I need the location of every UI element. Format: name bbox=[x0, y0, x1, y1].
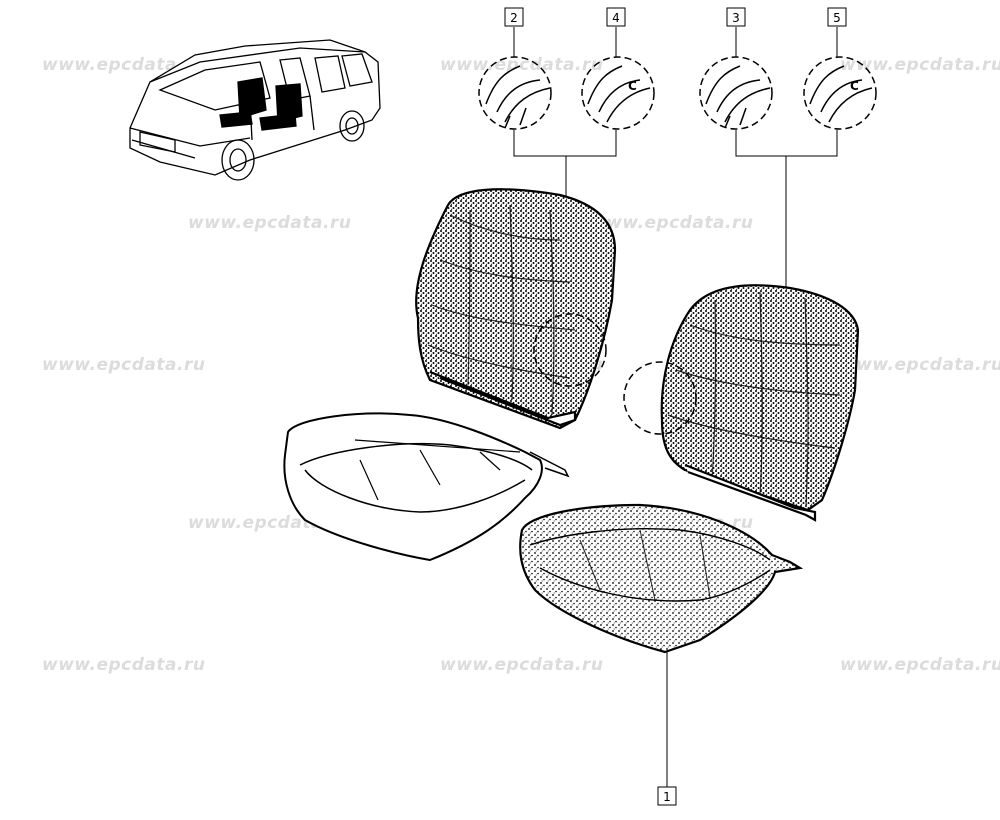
left-seat-back bbox=[415, 188, 617, 430]
callout-4: 4 bbox=[606, 7, 626, 27]
callout-number: 5 bbox=[833, 11, 841, 25]
watermark-text: www.epcdata.ru bbox=[42, 55, 205, 75]
seat-highlight-icon bbox=[237, 77, 267, 119]
callout-number: 2 bbox=[510, 11, 518, 25]
callout-number: 3 bbox=[732, 11, 740, 25]
right-seat-back bbox=[623, 284, 860, 522]
detail-view-2 bbox=[478, 56, 552, 130]
detail-view-3 bbox=[699, 56, 773, 130]
watermark-text: www.epcdata.ru bbox=[840, 655, 1000, 675]
watermark-text: www.epcdata.ru bbox=[590, 213, 753, 233]
callout-3: 3 bbox=[726, 7, 746, 27]
detail-circle-marker bbox=[623, 361, 697, 435]
callout-2: 2 bbox=[504, 7, 524, 27]
detail-letter: C bbox=[628, 79, 637, 93]
watermark-text: www.epcdata.ru bbox=[42, 355, 205, 375]
vehicle-thumbnail bbox=[129, 39, 381, 181]
left-seat-cushion-cover bbox=[283, 412, 570, 562]
detail-letter: C bbox=[850, 79, 859, 93]
right-seat-cushion bbox=[519, 503, 804, 654]
callout-number: 1 bbox=[663, 790, 671, 804]
watermark-text: www.epcdata.ru bbox=[188, 213, 351, 233]
leader-lines bbox=[513, 27, 838, 787]
watermark-text: www.epcdata.ru bbox=[840, 55, 1000, 75]
watermark-text: www.epcdata.ru bbox=[42, 655, 205, 675]
detail-view-5: C bbox=[803, 56, 877, 130]
callout-1: 1 bbox=[657, 786, 677, 806]
callout-5: 5 bbox=[827, 7, 847, 27]
detail-circle-marker bbox=[533, 313, 607, 387]
callout-number: 4 bbox=[612, 11, 620, 25]
watermark-text: www.epcdata.ru bbox=[440, 655, 603, 675]
watermark-text: www.epcdata.ru bbox=[440, 55, 603, 75]
watermark-text: www.epcdata.ru bbox=[840, 355, 1000, 375]
detail-view-4: C bbox=[581, 56, 655, 130]
